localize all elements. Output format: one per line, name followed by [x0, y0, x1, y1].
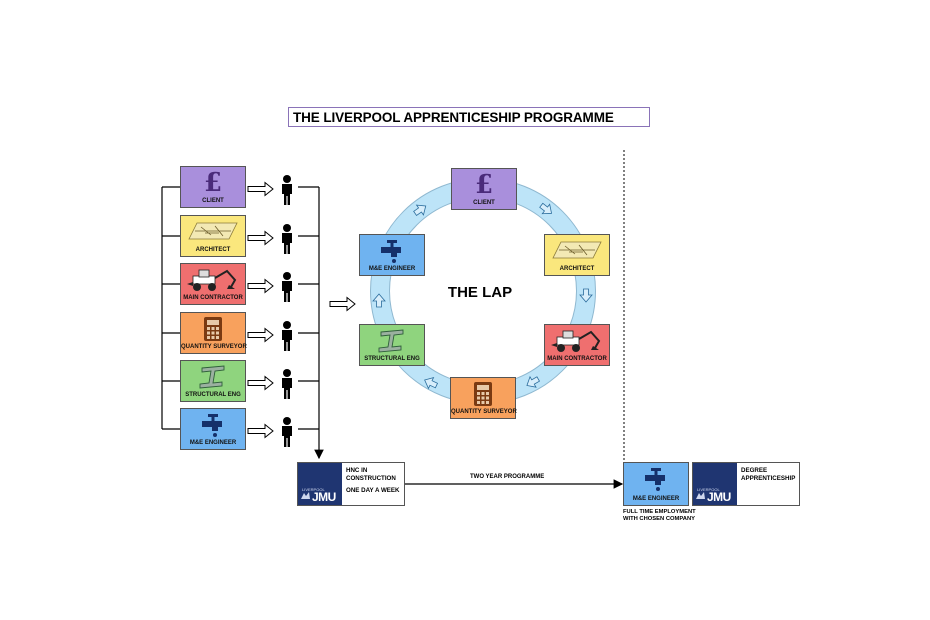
ring-role-structural-eng: STRUCTURAL ENG: [359, 324, 425, 366]
person-icon: [282, 175, 292, 205]
steel-beam-icon: [360, 328, 424, 354]
person-icon: [282, 272, 292, 302]
ring-role-client: £ CLIENT: [451, 168, 517, 210]
steel-beam-icon: [181, 364, 245, 390]
role-structural-eng: STRUCTURAL ENG: [180, 360, 246, 402]
person-icon: [282, 417, 292, 447]
jmu-logo: LIVERPOOL JMU: [693, 463, 737, 505]
liver-bird-icon: [696, 492, 705, 499]
lap-title: THE LAP: [447, 284, 513, 301]
hnc-text: HNC IN CONSTRUCTION ONE DAY A WEEK: [346, 467, 400, 494]
role-m-and-e-engineer: M&E ENGINEER: [180, 408, 246, 450]
ring-role-architect: ARCHITECT: [544, 234, 610, 276]
final-role-m-and-e-engineer: M&E ENGINEER: [623, 462, 689, 506]
calculator-icon: [181, 316, 245, 342]
drawing-icon: [545, 238, 609, 264]
tap-icon: [181, 412, 245, 438]
degree-text: DEGREE APPRENTICESHIP: [741, 467, 796, 482]
digger-icon: [545, 328, 609, 354]
drawing-icon: [181, 219, 245, 245]
into-lap-arrow: [329, 297, 356, 311]
page-title: THE LIVERPOOL APPRENTICESHIP PROGRAMME: [288, 107, 650, 127]
person-icon-group: [282, 175, 292, 447]
person-icon: [282, 369, 292, 399]
digger-icon: [181, 267, 245, 293]
role-client: £ CLIENT: [180, 166, 246, 208]
left-bracket: [161, 186, 180, 430]
pound-icon: £: [203, 168, 223, 198]
ring-role-quantity-surveyor: QUANTITY SURVEYOR: [450, 377, 517, 419]
ring-role-m-and-e-engineer: M&E ENGINEER: [359, 234, 425, 276]
tap-icon: [624, 466, 688, 492]
role-quantity-surveyor: QUANTITY SURVEYOR: [180, 312, 247, 354]
role-architect: ARCHITECT: [180, 215, 246, 257]
role-to-person-arrows: [247, 182, 274, 438]
ring-role-main-contractor: MAIN CONTRACTOR: [544, 324, 610, 366]
tap-icon: [360, 238, 424, 264]
programme-label: TWO YEAR PROGRAMME: [470, 474, 545, 480]
calculator-icon: [451, 381, 515, 407]
person-icon: [282, 224, 292, 254]
right-bracket: [298, 186, 324, 460]
person-icon: [282, 321, 292, 351]
jmu-logo: LIVERPOOL JMU: [298, 463, 342, 505]
role-main-contractor: MAIN CONTRACTOR: [180, 263, 246, 305]
liver-bird-icon: [301, 492, 310, 499]
pound-icon: £: [474, 170, 494, 200]
employment-label: FULL TIME EMPLOYMENT WITH CHOSEN COMPANY: [623, 509, 696, 522]
